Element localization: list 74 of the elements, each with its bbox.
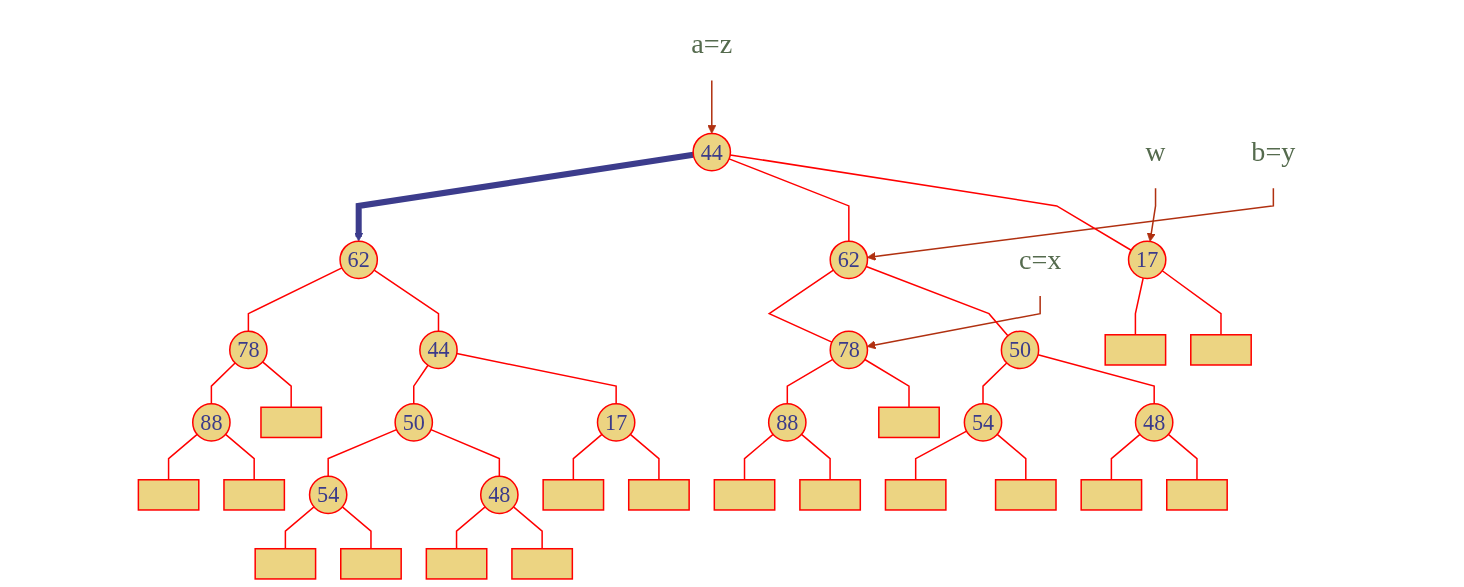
connector bbox=[767, 269, 835, 343]
node-circle: 78 bbox=[829, 330, 869, 370]
node-circle: 48 bbox=[479, 475, 519, 515]
node-box bbox=[542, 479, 605, 511]
connector bbox=[284, 506, 315, 550]
node-circle: 54 bbox=[308, 475, 348, 515]
node-circle: 78 bbox=[229, 330, 268, 370]
node-box bbox=[884, 479, 947, 511]
node-box bbox=[137, 479, 200, 511]
connector bbox=[413, 364, 429, 405]
connector bbox=[914, 430, 968, 481]
node-circle: 88 bbox=[767, 403, 807, 442]
connector bbox=[629, 433, 660, 481]
connector bbox=[865, 265, 1009, 337]
connector bbox=[1110, 433, 1141, 481]
connector bbox=[1167, 433, 1198, 481]
connector bbox=[247, 267, 343, 332]
node-box bbox=[1166, 479, 1228, 511]
node-box bbox=[511, 548, 574, 580]
arrow bbox=[1146, 187, 1157, 242]
connector bbox=[572, 433, 603, 481]
node-box bbox=[1190, 334, 1252, 366]
connector bbox=[210, 362, 236, 405]
node-circle: 17 bbox=[1127, 240, 1167, 280]
node-box bbox=[260, 406, 323, 439]
node-box bbox=[878, 406, 940, 439]
connector bbox=[1134, 277, 1144, 336]
node-circle: 50 bbox=[394, 403, 434, 442]
connector bbox=[1037, 354, 1155, 405]
node-box bbox=[713, 479, 776, 511]
node-box bbox=[425, 548, 488, 580]
connector bbox=[996, 433, 1027, 481]
connector bbox=[512, 506, 543, 550]
node-circle: 44 bbox=[419, 330, 458, 370]
node-box bbox=[254, 548, 317, 580]
node-circle: 44 bbox=[692, 132, 732, 172]
node-text: w bbox=[1145, 135, 1166, 168]
connector bbox=[373, 269, 440, 332]
connector bbox=[729, 154, 1132, 251]
connector bbox=[982, 362, 1008, 405]
connector bbox=[1161, 270, 1222, 336]
arrow bbox=[866, 295, 1041, 350]
node-box bbox=[799, 479, 862, 511]
node-circle: 50 bbox=[1000, 330, 1040, 370]
node-text: b=y bbox=[1251, 135, 1296, 168]
connector bbox=[864, 358, 910, 409]
node-box bbox=[340, 548, 402, 580]
node-text: a=z bbox=[691, 28, 733, 60]
connector bbox=[430, 428, 501, 477]
connector bbox=[224, 433, 255, 481]
connector bbox=[743, 433, 774, 481]
node-box bbox=[1080, 479, 1143, 511]
connector bbox=[800, 433, 831, 481]
arrow bbox=[354, 151, 694, 242]
connector bbox=[728, 158, 850, 242]
connector bbox=[456, 352, 617, 405]
connector bbox=[455, 506, 486, 550]
node-box bbox=[223, 479, 286, 511]
node-box bbox=[627, 479, 690, 511]
node-text: c=x bbox=[1018, 243, 1062, 275]
node-circle: 88 bbox=[192, 403, 231, 442]
node-circle: 54 bbox=[963, 403, 1003, 442]
node-box bbox=[994, 479, 1057, 511]
arrow bbox=[707, 79, 717, 134]
node-circle: 48 bbox=[1134, 403, 1174, 442]
connector bbox=[327, 428, 398, 477]
connector bbox=[341, 506, 372, 550]
connector bbox=[786, 358, 834, 405]
connector bbox=[261, 361, 292, 409]
node-box bbox=[1104, 334, 1167, 366]
connector bbox=[167, 433, 198, 481]
node-circle: 17 bbox=[596, 403, 636, 442]
node-circle: 62 bbox=[339, 240, 379, 280]
node-circle: 62 bbox=[829, 240, 869, 280]
